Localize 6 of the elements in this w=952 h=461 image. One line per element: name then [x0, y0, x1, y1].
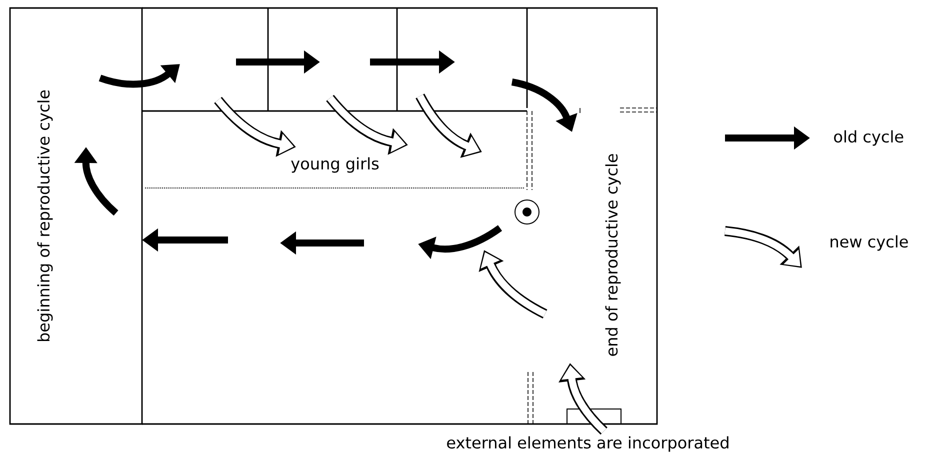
room-label: young girls	[291, 157, 379, 173]
legend-text: old cycle	[834, 130, 904, 146]
note: external elements are incorporated	[447, 436, 728, 452]
room-label: end of reproductive cycle	[605, 154, 621, 356]
legend-text: new cycle	[830, 235, 908, 251]
band: beginning of reproductive cycle	[9, 7, 143, 425]
